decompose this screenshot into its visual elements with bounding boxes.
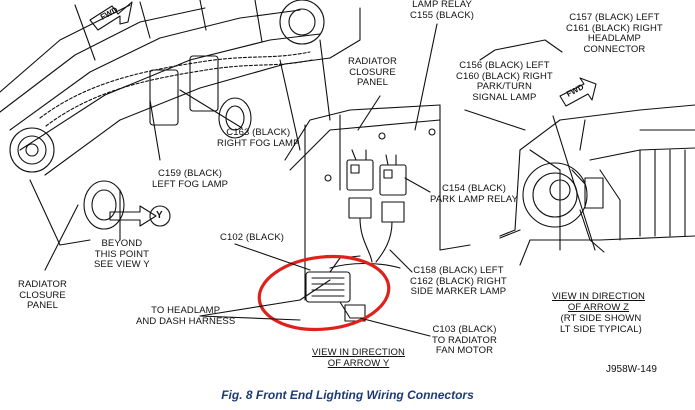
label-line: VIEW IN DIRECTION xyxy=(552,291,646,302)
label-line: CLOSURE xyxy=(19,289,66,301)
figure-caption: Fig. 8 Front End Lighting Wiring Connect… xyxy=(221,388,474,402)
label-c163-right-fog: C163 (BLACK) RIGHT FOG LAMP xyxy=(217,127,300,149)
label-line: OF ARROW Y xyxy=(327,357,390,369)
label-line: C155 (BLACK) xyxy=(410,9,475,21)
label-c158-side-marker: C158 (BLACK) LEFT C162 (BLACK) RIGHT SID… xyxy=(410,265,507,298)
label-line: C159 (BLACK) xyxy=(158,168,223,179)
label-line: C102 (BLACK) xyxy=(220,232,285,243)
label-line: LEFT FOG LAMP xyxy=(152,178,229,190)
label-lamp-relay: LAMP RELAY C155 (BLACK) xyxy=(410,0,474,21)
headlamp-view-z xyxy=(499,104,695,266)
label-line: C160 (BLACK) RIGHT xyxy=(456,70,553,82)
label-view-direction-arrow-y: VIEW IN DIRECTION OF ARROW Y xyxy=(312,347,406,369)
label-line: LAMP RELAY xyxy=(412,0,472,10)
label-line: C158 (BLACK) LEFT xyxy=(413,265,504,276)
label-line: CLOSURE xyxy=(349,66,396,78)
view-y-arrow xyxy=(109,205,157,227)
fwd-arrow-left xyxy=(89,1,133,31)
label-line: PARK/TURN xyxy=(476,81,532,92)
label-c159-left-fog: C159 (BLACK) LEFT FOG LAMP xyxy=(152,168,229,190)
label-line: SIGNAL LAMP xyxy=(472,91,537,103)
label-line: CONNECTOR xyxy=(583,43,646,55)
label-line: SIDE MARKER LAMP xyxy=(410,286,507,297)
label-line: AND DASH HARNESS xyxy=(136,315,236,327)
label-line: PANEL xyxy=(357,77,388,88)
label-line: TO RADIATOR xyxy=(432,334,497,346)
label-line: C157 (BLACK) LEFT xyxy=(569,12,660,23)
label-c102: C102 (BLACK) xyxy=(220,232,285,244)
label-line: C162 (BLACK) RIGHT xyxy=(410,275,507,287)
label-line: C163 (BLACK) xyxy=(226,127,291,138)
label-line: THIS POINT xyxy=(94,248,150,260)
label-line: HEADLAMP xyxy=(587,33,641,44)
label-line: PARK LAMP RELAY xyxy=(430,193,519,205)
label-line: C103 (BLACK) xyxy=(432,324,497,335)
label-line: C154 (BLACK) xyxy=(442,183,507,194)
label-radiator-closure-panel-top: RADIATOR CLOSURE PANEL xyxy=(348,56,398,89)
label-beyond-see-view-y: BEYOND THIS POINT SEE VIEW Y xyxy=(94,238,150,271)
arrow-y-marker: Y xyxy=(156,210,163,221)
label-line: TO HEADLAMP xyxy=(151,305,221,316)
highlight-ring xyxy=(257,254,391,332)
label-line: C156 (BLACK) LEFT xyxy=(459,60,550,71)
label-line: SEE VIEW Y xyxy=(94,259,150,270)
label-line: VIEW IN DIRECTION xyxy=(312,347,406,358)
label-line: LT SIDE TYPICAL) xyxy=(560,323,642,335)
label-line: RADIATOR xyxy=(348,56,398,67)
figure-code: J958W-149 xyxy=(606,364,657,375)
label-c103-radiator-fan: C103 (BLACK) TO RADIATOR FAN MOTOR xyxy=(432,324,497,357)
label-view-direction-arrow-z: VIEW IN DIRECTION OF ARROW Z xyxy=(552,291,646,313)
label-radiator-closure-panel-left: RADIATOR CLOSURE PANEL xyxy=(18,279,68,312)
relay-area xyxy=(284,104,471,322)
label-line: PANEL xyxy=(27,300,58,311)
leader-lines xyxy=(44,23,596,337)
label-c156-park-turn: C156 (BLACK) LEFT C160 (BLACK) RIGHT PAR… xyxy=(456,60,553,103)
label-line: RIGHT FOG LAMP xyxy=(217,137,300,149)
grille-assembly xyxy=(0,0,361,246)
label-line: C161 (BLACK) RIGHT xyxy=(566,22,663,34)
fwd-arrow-right xyxy=(559,77,597,107)
label-view-z-note: (RT SIDE SHOWN LT SIDE TYPICAL) xyxy=(560,313,642,335)
label-line: FAN MOTOR xyxy=(435,345,494,356)
label-line: RADIATOR xyxy=(18,279,68,290)
label-to-headlamp-dash-harness: TO HEADLAMP AND DASH HARNESS xyxy=(136,305,236,327)
label-c154-park-lamp-relay: C154 (BLACK) PARK LAMP RELAY xyxy=(430,183,519,205)
label-line: OF ARROW Z xyxy=(567,301,630,313)
label-line: (RT SIDE SHOWN xyxy=(560,313,642,324)
label-c157-headlamp-connector: C157 (BLACK) LEFT C161 (BLACK) RIGHT HEA… xyxy=(566,12,663,55)
label-line: BEYOND xyxy=(101,238,143,249)
